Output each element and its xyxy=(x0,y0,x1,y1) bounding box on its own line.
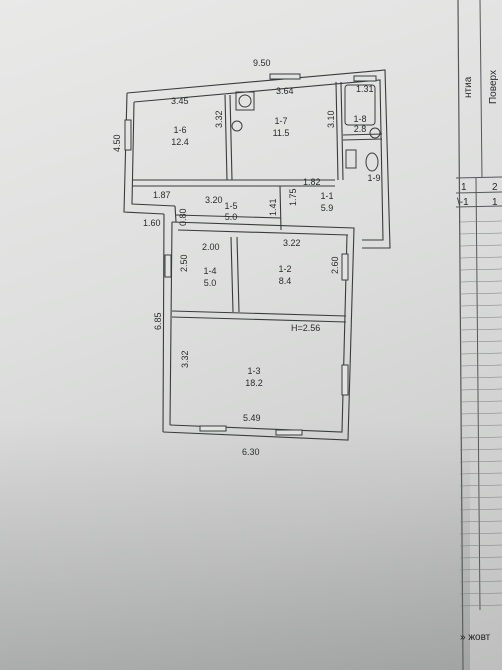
dim-lower-left: 1.87 xyxy=(153,190,171,200)
boiler-icon xyxy=(345,149,357,169)
dim-room17-right: 3.10 xyxy=(326,110,336,128)
table-column-header: Поверх xyxy=(488,70,499,104)
room-1-6-id: 1-6 xyxy=(173,125,186,135)
room-1-7-id: 1-7 xyxy=(274,116,287,126)
fixtures xyxy=(231,84,381,172)
dim-room16-inner: 3.32 xyxy=(214,110,224,128)
stove-icon xyxy=(235,91,255,111)
room-1-6-area: 12.4 xyxy=(171,137,189,147)
dim-left-height: 4.50 xyxy=(112,134,122,152)
room-1-4-id: 1-4 xyxy=(203,266,216,276)
dim-room11-top: 1.82 xyxy=(303,177,321,187)
room-1-3-id: 1-3 xyxy=(247,366,260,376)
windows xyxy=(124,73,377,436)
window-left xyxy=(124,119,132,151)
room-1-5-id: 1-5 xyxy=(224,201,237,211)
room-1-5-area: 5.0 xyxy=(225,212,238,222)
dim-corridor-step: 1.60 xyxy=(143,218,161,228)
dim-bottom-total: 6.30 xyxy=(242,447,260,457)
room-1-2-id: 1-2 xyxy=(278,264,291,274)
room-1-1-id: 1-1 xyxy=(320,191,333,201)
toilet-icon xyxy=(365,152,379,172)
sink-icon xyxy=(231,120,243,132)
dim-room18-top: 1.31 xyxy=(356,84,374,94)
dim-room12-top: 3.22 xyxy=(283,238,301,248)
dim-room16-top: 3.45 xyxy=(171,96,189,106)
room-1-8-id: 1-8 xyxy=(353,114,366,124)
dim-left-total: 6.85 xyxy=(153,312,163,330)
basin-icon xyxy=(369,127,381,139)
footer-fragment: » жовт xyxy=(460,632,491,643)
side-table: нтиа Поверх 1 2 \-1 1 xyxy=(455,0,502,670)
table-row-label: \-1 xyxy=(457,197,469,208)
table-header-fragment: нтиа xyxy=(463,76,474,98)
dim-room14-top: 2.00 xyxy=(202,242,220,252)
room-1-3-area: 18.2 xyxy=(245,378,263,388)
stove-burner-icon xyxy=(238,94,252,108)
window-bottom-left xyxy=(199,425,227,432)
room-1-9-id: 1-9 xyxy=(367,173,380,183)
room-1-1-area: 5.9 xyxy=(321,203,334,213)
ceiling-height: H=2.56 xyxy=(291,323,320,333)
window-top-right xyxy=(353,75,377,82)
bathtub-icon xyxy=(344,84,376,126)
dim-room11-left: 1.75 xyxy=(288,188,298,206)
dim-room17-top: 3.64 xyxy=(276,86,294,96)
window-room12 xyxy=(341,253,349,281)
room-1-8-area: 2.8 xyxy=(354,124,367,134)
dim-room12-right: 2.60 xyxy=(330,256,340,274)
dim-room13-height: 3.32 xyxy=(180,350,190,368)
table-col2: 2 xyxy=(492,182,498,193)
dim-room15-top: 3.20 xyxy=(205,195,223,205)
dim-room14-left: 2.50 xyxy=(179,254,189,272)
window-top xyxy=(269,73,301,80)
dim-top-total: 9.50 xyxy=(253,58,271,68)
dim-room15-left: 0.80 xyxy=(178,208,188,226)
room-1-7-area: 11.5 xyxy=(273,128,290,138)
table-col1: 1 xyxy=(461,182,467,193)
window-room13-right xyxy=(341,364,349,396)
room-1-2-area: 8.4 xyxy=(279,276,292,286)
table-row-value: 1 xyxy=(492,197,498,208)
window-room14 xyxy=(164,254,172,278)
window-bottom-right xyxy=(275,429,303,436)
dim-room13-bottom: 5.49 xyxy=(243,413,261,423)
dim-room15-right: 1.41 xyxy=(268,198,278,216)
room-1-4-area: 5.0 xyxy=(204,278,217,288)
